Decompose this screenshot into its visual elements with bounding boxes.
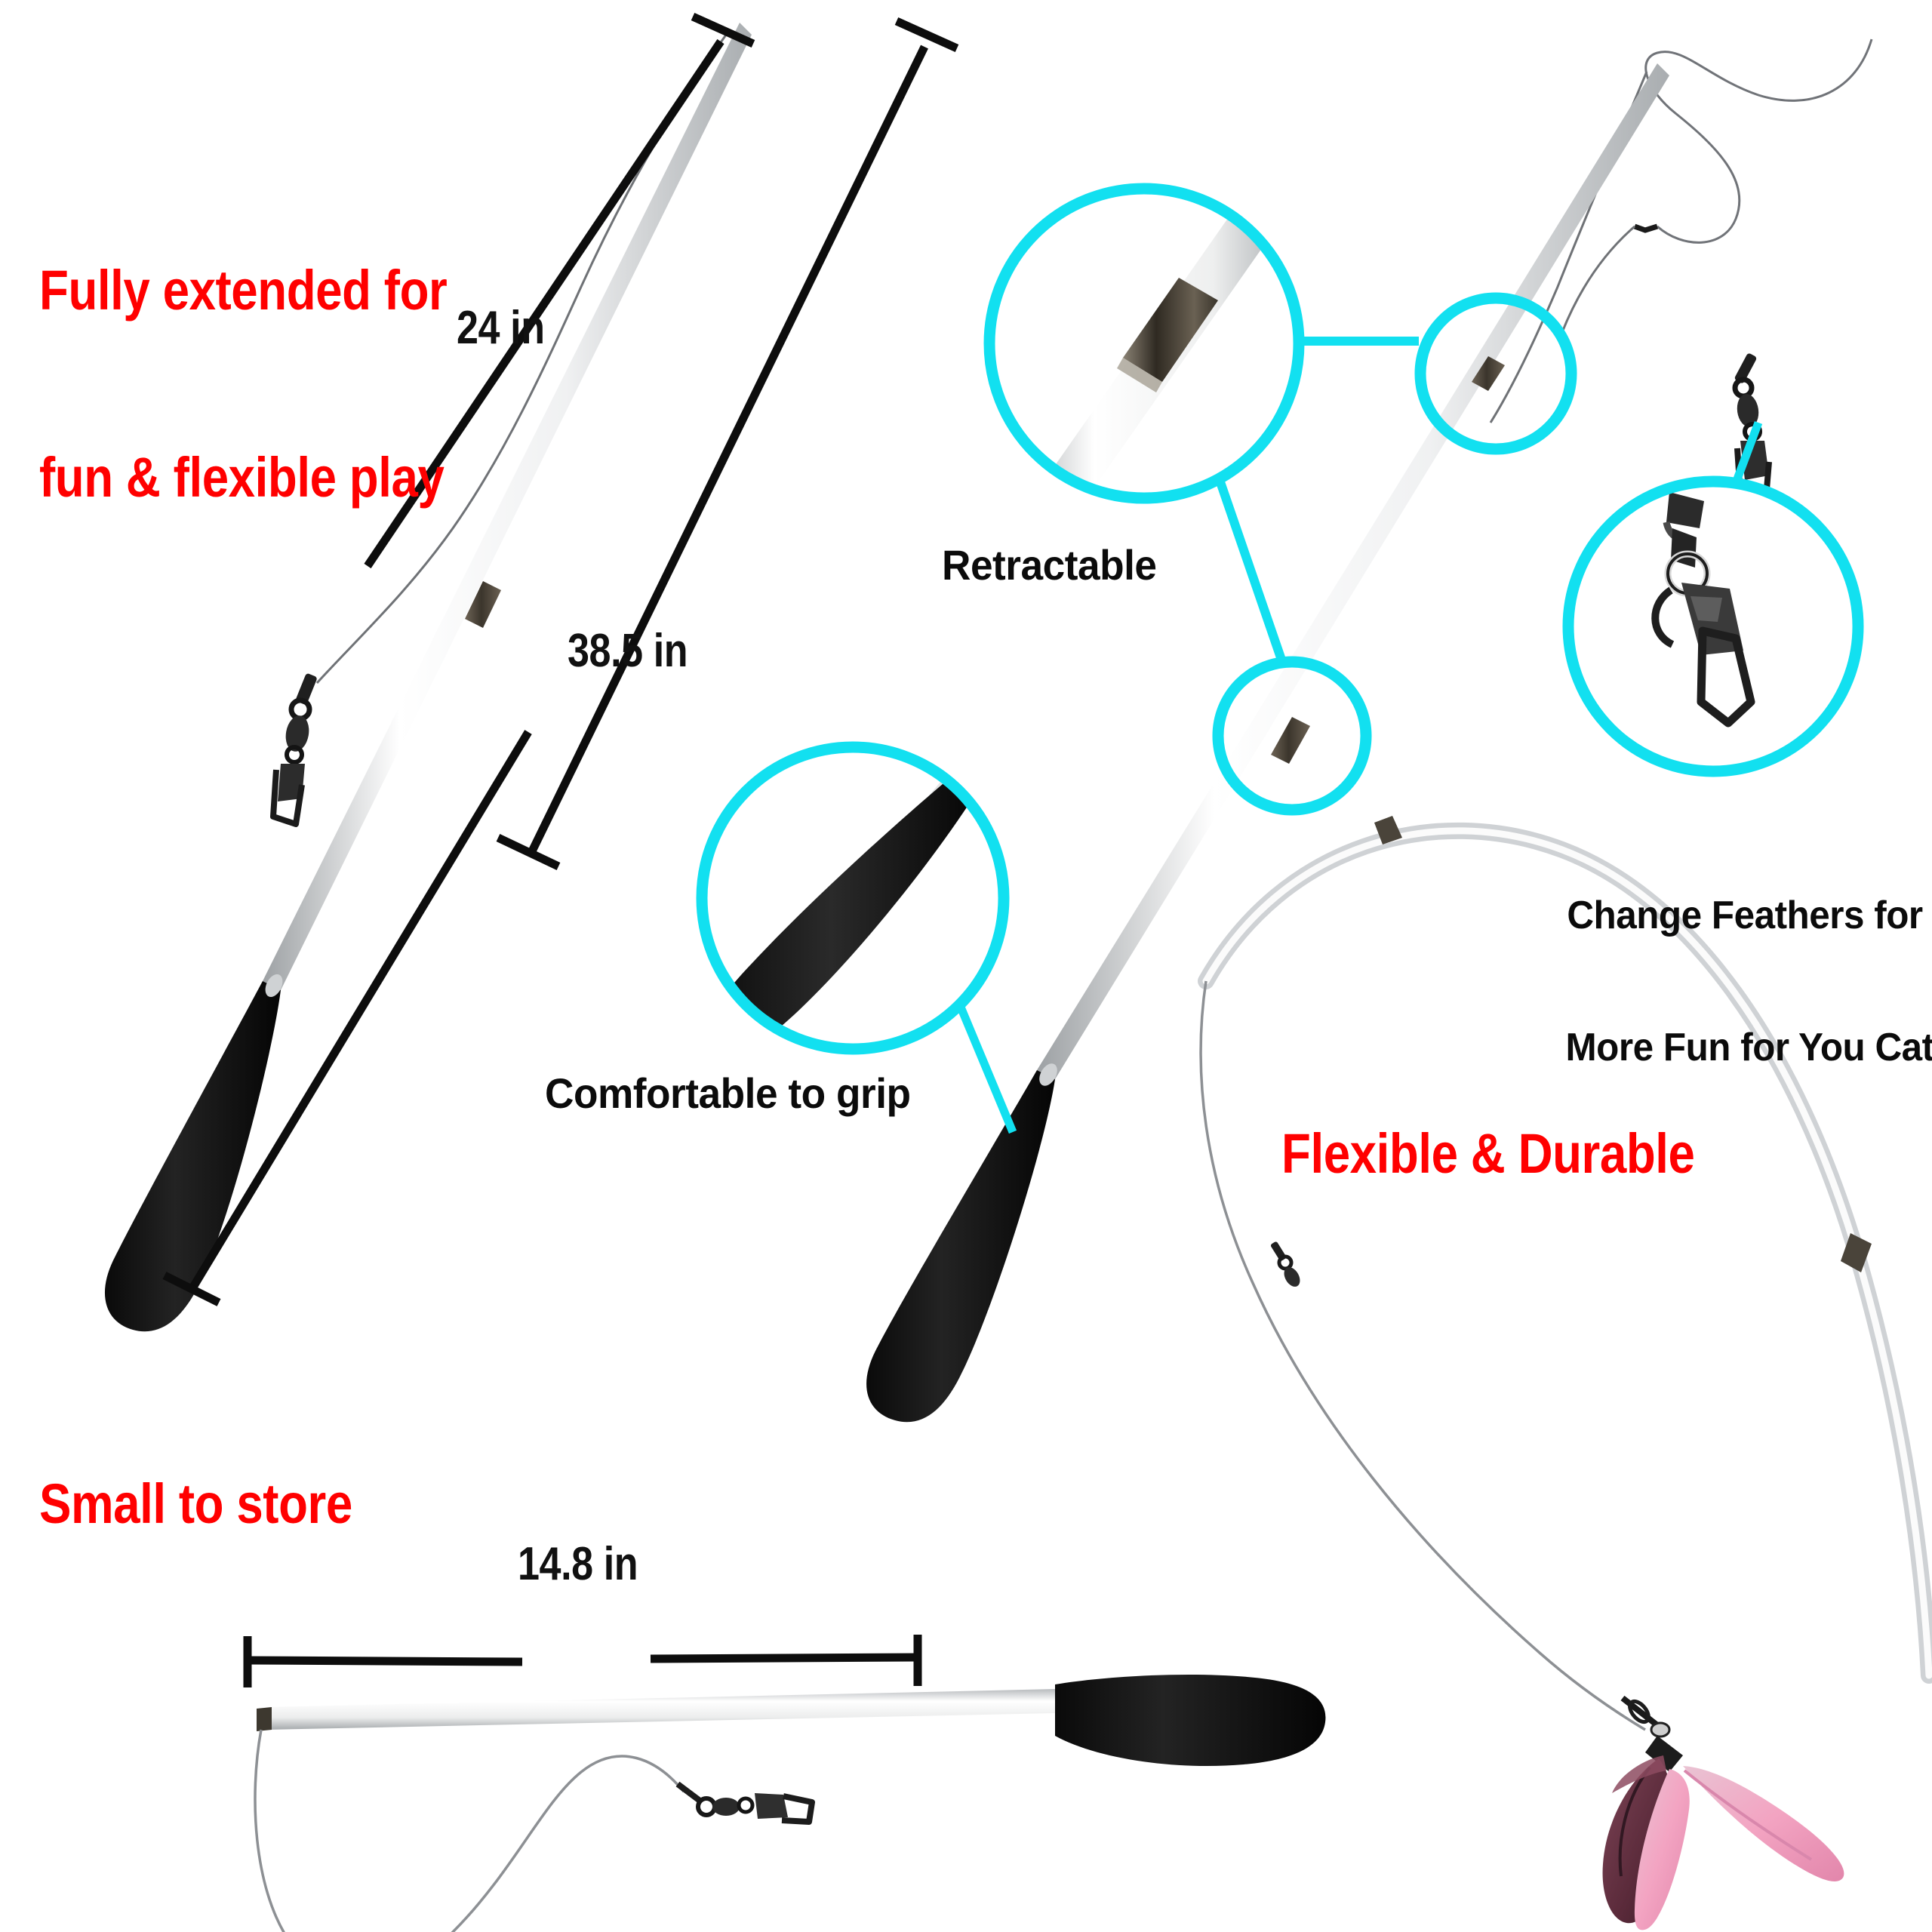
collapsed-string bbox=[254, 1729, 685, 1932]
dimension-14-8-right bbox=[650, 1635, 922, 1686]
callout-swivel bbox=[1562, 421, 1864, 777]
callout-label-change-feathers: Change Feathers for More Fun for You Cat bbox=[1565, 806, 1932, 1158]
callout-retractable bbox=[983, 183, 1577, 816]
feather-ferrule bbox=[1645, 1736, 1683, 1772]
heading-fully-extended: Fully extended for fun & flexible play bbox=[39, 134, 448, 635]
bent-rod-ferrule-upper bbox=[1374, 816, 1402, 844]
swivel-callout-ring bbox=[1562, 475, 1864, 777]
heading-small-to-store: Small to store bbox=[39, 1472, 352, 1535]
callout-grip bbox=[696, 741, 1017, 1134]
wand-ferrule-center-upper bbox=[1472, 356, 1505, 391]
retractable-connector-lower bbox=[1214, 474, 1287, 666]
dimension-38-5-line bbox=[496, 17, 959, 870]
retractable-target-ring-upper bbox=[1414, 292, 1577, 455]
grip-callout-ring bbox=[696, 741, 1010, 1055]
wand-ferrule-left bbox=[465, 581, 501, 628]
feather-fluff bbox=[1612, 1755, 1666, 1793]
wand-shaft-left bbox=[263, 23, 752, 990]
change-feathers-line1: Change Feathers for bbox=[1567, 894, 1923, 938]
heading-fully-extended-line2: fun & flexible play bbox=[39, 446, 445, 509]
retractable-target-ring-lower bbox=[1212, 656, 1372, 816]
dimension-label-14-8in: 14.8 in bbox=[518, 1538, 638, 1590]
collapsed-shaft bbox=[266, 1689, 1057, 1730]
dimension-14-8-left bbox=[243, 1636, 523, 1687]
wand-string-top-wave bbox=[1644, 38, 1873, 244]
extended-wand-left bbox=[104, 12, 959, 1332]
swivel-clip-left bbox=[270, 673, 317, 827]
callout-label-comfortable-grip: Comfortable to grip bbox=[545, 1069, 911, 1117]
wand-grip-left bbox=[104, 981, 281, 1332]
feather-pink-left bbox=[1634, 1769, 1690, 1930]
grip-zoom-content bbox=[702, 747, 1004, 1049]
collapsed-tip-ferrule bbox=[257, 1707, 272, 1731]
callout-label-retractable: Retractable bbox=[942, 541, 1157, 589]
collapsed-wand bbox=[243, 1635, 1326, 1932]
bent-rod-string bbox=[1199, 980, 1646, 1731]
dimension-label-24in: 24 in bbox=[457, 302, 545, 354]
heading-flexible-durable: Flexible & Durable bbox=[1281, 1122, 1695, 1185]
wand-shaft-center bbox=[1037, 63, 1669, 1079]
feather-pink-right bbox=[1683, 1766, 1844, 1881]
grip-connector bbox=[955, 1003, 1017, 1134]
collapsed-grip bbox=[1055, 1674, 1326, 1767]
swivel-zoom-content bbox=[1568, 481, 1858, 771]
feather-lure bbox=[1602, 1695, 1844, 1930]
dimension-24-lower bbox=[162, 730, 532, 1306]
swivel-connector bbox=[1731, 421, 1763, 485]
change-feathers-line2: More Fun for You Cat bbox=[1565, 1026, 1932, 1070]
wand-grip-center bbox=[866, 1070, 1055, 1423]
retractable-zoom-content bbox=[989, 189, 1299, 498]
collapsed-swivel-clip bbox=[675, 1781, 815, 1825]
string-swivel-mid bbox=[1271, 1241, 1300, 1287]
string-knot bbox=[1633, 223, 1659, 233]
bent-rod-ferrule-lower bbox=[1841, 1233, 1872, 1272]
dimension-label-38-5in: 38.5 in bbox=[568, 625, 688, 677]
heading-fully-extended-line1: Fully extended for bbox=[39, 258, 448, 321]
wand-ferrule-center-lower bbox=[1271, 717, 1310, 764]
dimension-24-line bbox=[364, 12, 755, 569]
flexible-bent-rod bbox=[1198, 816, 1932, 1930]
